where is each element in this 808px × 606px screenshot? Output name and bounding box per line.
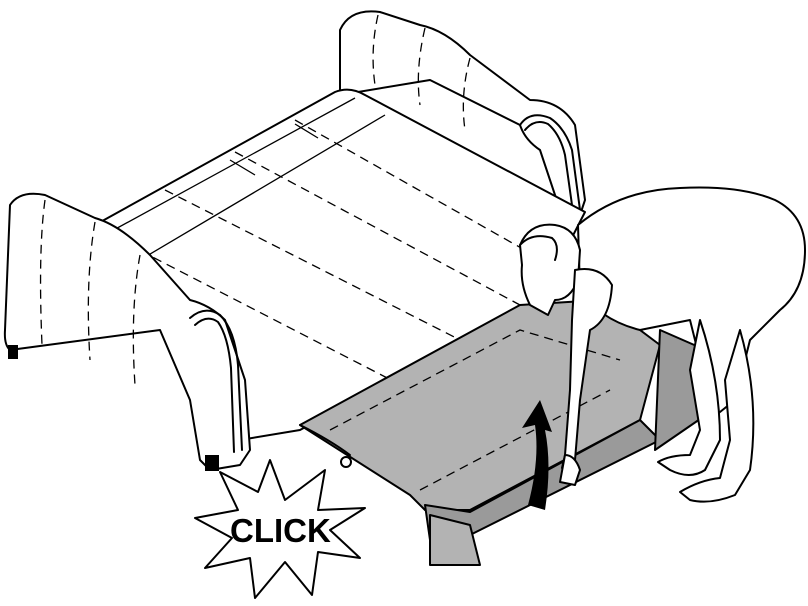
click-label: CLICK [230, 512, 331, 549]
click-starburst-icon: CLICK [195, 460, 365, 598]
